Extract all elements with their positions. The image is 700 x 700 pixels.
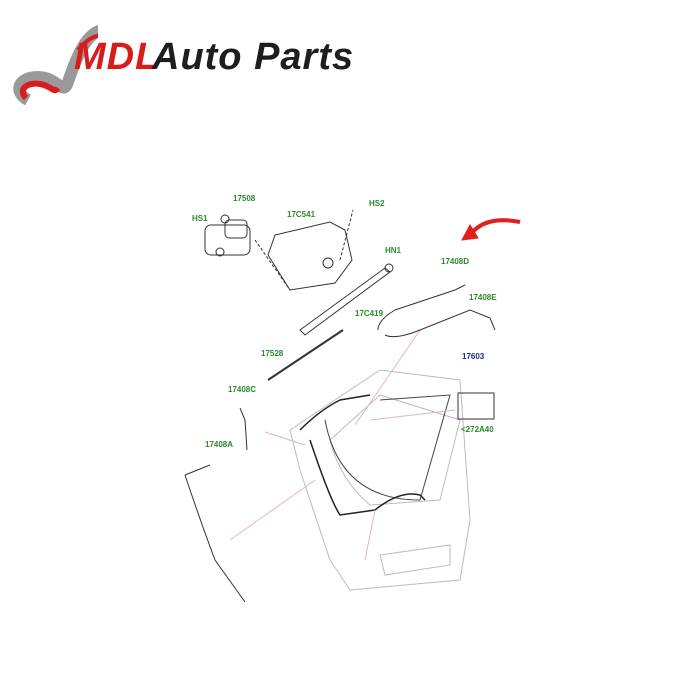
part-label-17408a: 17408A xyxy=(205,440,234,449)
part-label-hn1: HN1 xyxy=(385,246,402,255)
kit-box xyxy=(457,392,495,420)
guide-lines xyxy=(229,329,456,561)
part-label-17528: 17528 xyxy=(261,349,284,358)
part-label-hs2: HS2 xyxy=(369,199,385,208)
tailgate-outline xyxy=(289,369,471,591)
part-label-17408c: 17408C xyxy=(228,385,257,394)
mdl-logo xyxy=(8,22,368,122)
part-label-17c541: 17C541 xyxy=(287,210,316,219)
part-label-17408d: 17408D xyxy=(441,257,470,266)
part-label-hs1: HS1 xyxy=(192,214,208,223)
direction-arrow-icon xyxy=(468,218,521,237)
brand-auto-parts: Auto Parts xyxy=(152,36,355,78)
wiper-blade xyxy=(267,329,344,381)
motor-cover xyxy=(267,221,353,291)
wiper-motor xyxy=(204,214,251,257)
washer-hose-d xyxy=(377,284,496,338)
part-label-272a40: <272A40 xyxy=(461,425,494,434)
wiper-sweep-arc xyxy=(324,394,451,501)
brand-mdl: MDL xyxy=(74,36,160,78)
part-label-17603: 17603 xyxy=(462,352,485,361)
washer-jet-c xyxy=(239,407,248,451)
tailgate-harness xyxy=(299,394,426,516)
part-label-17408e: 17408E xyxy=(469,293,497,302)
part-label-17c419: 17C419 xyxy=(355,309,384,318)
part-label-17508: 17508 xyxy=(233,194,256,203)
washer-hose-a xyxy=(184,464,246,603)
wiper-arm xyxy=(299,267,391,336)
